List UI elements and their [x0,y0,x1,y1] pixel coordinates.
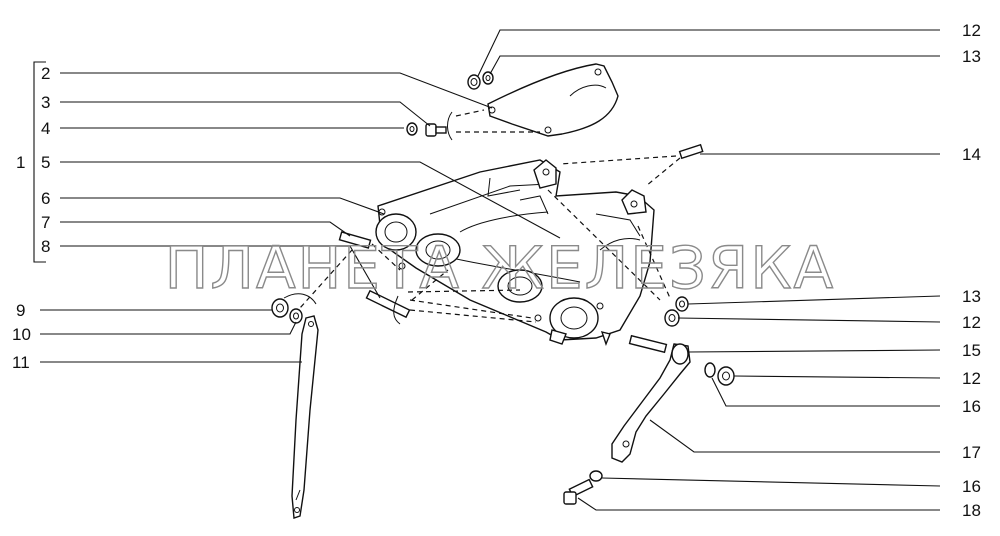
callout-15: 15 [962,341,981,360]
washer-16-right [704,362,716,378]
callout-2: 2 [41,64,50,83]
bolt-18 [563,478,594,505]
washer-13-top [482,71,494,85]
callout-9: 9 [16,301,25,320]
callout-12-a: 12 [962,21,981,40]
stud-14 [678,143,704,160]
callout-5: 5 [41,153,50,172]
exhaust-manifold [375,159,655,347]
support-bracket-17 [611,343,691,463]
nut-12-top [467,74,481,90]
callout-12-c: 12 [962,369,981,388]
stud-15 [628,334,668,354]
leader-lines [40,29,941,511]
assembly-bracket [33,61,46,263]
washer-4 [406,122,418,136]
callout-8: 8 [41,237,50,256]
callout-13-a: 13 [962,47,981,66]
callout-10: 10 [12,325,31,344]
heat-shield [487,63,619,137]
callout-13-b: 13 [962,287,981,306]
callout-6: 6 [41,189,50,208]
callout-12-b: 12 [962,313,981,332]
bolt-3 [425,123,447,137]
support-bracket-11 [291,315,319,519]
callout-11: 11 [12,353,30,372]
callout-16-a: 16 [962,397,981,416]
callout-4: 4 [41,119,50,138]
watermark: ПЛАНЕТА ЖЕЛЕЗЯКА [165,234,835,302]
nut-12-lower [717,366,735,386]
callout-3: 3 [41,93,50,112]
stud-7 [338,231,372,249]
stud-8 [365,289,411,319]
install-path-stud-14 [547,155,681,301]
callout-18: 18 [962,501,981,520]
callout-labels: 1 2 3 4 5 6 7 8 9 10 11 12 13 14 13 12 1… [12,21,981,520]
install-path-shield [447,109,540,141]
install-path-left [283,243,537,325]
callout-14: 14 [962,145,981,164]
nut-9 [271,298,289,318]
callout-17: 17 [962,443,981,462]
callout-7: 7 [41,213,50,232]
nut-12-right [664,309,680,327]
washer-16-bottom [589,470,603,482]
washer-10 [289,308,303,324]
callout-1: 1 [16,153,25,172]
callout-16-b: 16 [962,477,981,496]
